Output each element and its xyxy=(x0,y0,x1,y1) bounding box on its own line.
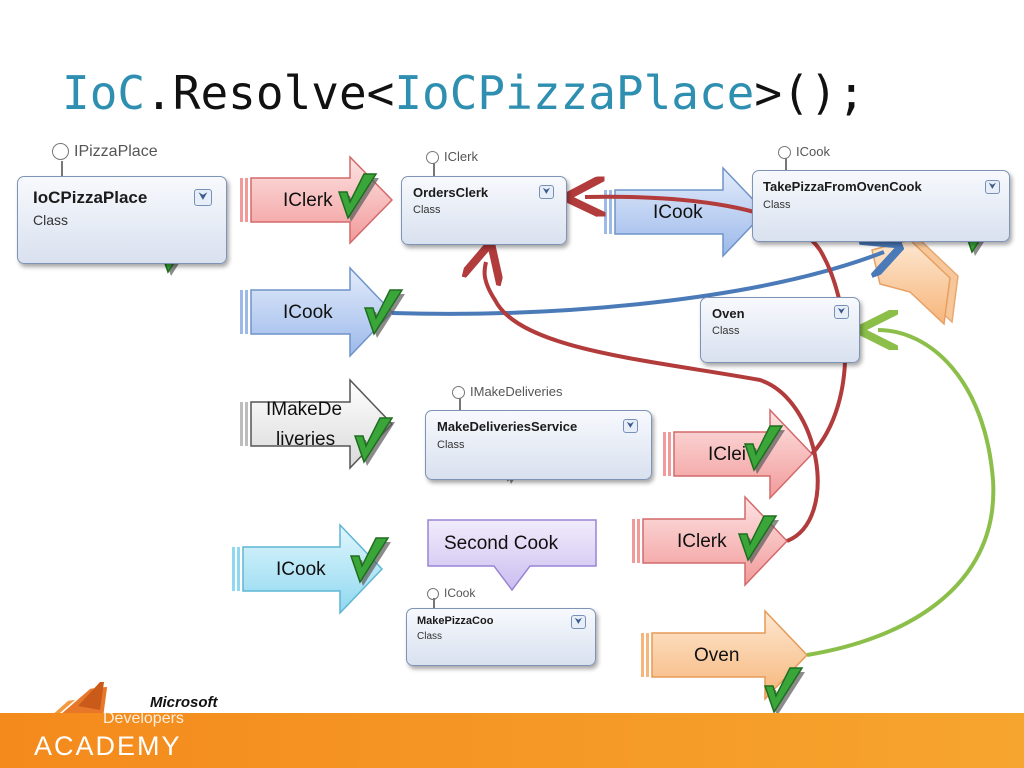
class-kind: Class xyxy=(763,199,791,211)
interface-label: ICook xyxy=(444,586,476,600)
arrow-label-icook-bottom: ICook xyxy=(276,559,326,580)
green-check-icon xyxy=(349,537,391,586)
interface-imakedeliveries: IMakeDeliveries xyxy=(452,384,563,400)
interface-label: IMakeDeliveries xyxy=(470,384,563,399)
class-box-oven[interactable]: Oven Class ⮟ xyxy=(700,297,860,363)
class-name: TakePizzaFromOvenCook xyxy=(763,179,922,194)
interface-icook-makepizza: ICook xyxy=(427,586,475,600)
title-method: .Resolve< xyxy=(145,66,395,120)
page-title: IoC.Resolve<IoCPizzaPlace>(); xyxy=(62,66,865,120)
footer-bar xyxy=(0,713,1024,768)
connector-red-iclerk-lower xyxy=(485,262,820,543)
arrow-iclerk-top xyxy=(240,155,394,245)
second-cook-callout-shape xyxy=(427,519,597,592)
green-check-icon xyxy=(737,515,779,564)
class-name: MakePizzaCoo xyxy=(417,615,494,627)
arrow-label-iclerk-top: IClerk xyxy=(283,190,333,211)
green-check-icon xyxy=(337,173,379,222)
arrow-icook-second xyxy=(240,266,394,358)
expand-chevron-icon[interactable]: ⮟ xyxy=(623,419,638,433)
interface-lollipop-icon xyxy=(452,386,465,400)
green-check-icon xyxy=(363,289,405,338)
connector-red-iclerk-middle xyxy=(585,197,848,456)
class-kind: Class xyxy=(413,204,441,216)
expand-chevron-icon[interactable]: ⮟ xyxy=(571,615,586,629)
expand-chevron-icon[interactable]: ⮟ xyxy=(194,189,212,206)
arrow-icook-bottom xyxy=(232,523,384,615)
interface-icook-takepizza: ICook xyxy=(778,144,830,160)
arrow-label-iclerk-lower: IClerk xyxy=(677,531,727,552)
title-suffix: >(); xyxy=(754,66,866,120)
green-check-icon xyxy=(743,425,785,474)
expand-chevron-icon[interactable]: ⮟ xyxy=(539,185,554,199)
expand-chevron-icon[interactable]: ⮟ xyxy=(985,180,1000,194)
green-check-icon xyxy=(763,667,805,716)
green-check-icon xyxy=(353,417,395,466)
interface-lollipop-icon xyxy=(426,151,439,165)
class-kind: Class xyxy=(437,439,465,451)
class-box-takepizzafromovencook[interactable]: TakePizzaFromOvenCook Class ⮟ xyxy=(752,170,1010,242)
title-class-name: IoC xyxy=(62,66,146,120)
title-generic-type: IoCPizzaPlace xyxy=(394,66,755,120)
arrow-label-icook-top: ICook xyxy=(653,202,703,223)
arrow-orange-down-left xyxy=(871,237,959,326)
second-cook-callout: Second Cook xyxy=(444,533,559,554)
arrow-label-oven: Oven xyxy=(694,645,740,666)
class-name: IoCPizzaPlace xyxy=(33,188,148,207)
class-box-makedeliveriesservice[interactable]: MakeDeliveriesService Class ⮟ xyxy=(425,410,652,480)
interface-lollipop-icon xyxy=(778,146,791,160)
class-name: OrdersClerk xyxy=(413,185,489,200)
class-name: Oven xyxy=(712,306,745,321)
arrow-label-icook-second: ICook xyxy=(283,302,333,323)
class-name: MakeDeliveriesService xyxy=(437,419,578,434)
microsoft-wordmark: Microsoft xyxy=(150,694,218,711)
arrow-label-iclerk-middle: IClei xyxy=(708,444,747,465)
arrow-label-imakedeliveries-line1: IMakeDe xyxy=(266,399,343,420)
interface-label: ICook xyxy=(796,144,830,159)
academy-wordmark: ACADEMY xyxy=(34,731,182,761)
developers-wordmark: Developers xyxy=(103,710,184,727)
interface-iclerk: IClerk xyxy=(426,149,478,165)
interface-label: IClerk xyxy=(444,149,478,164)
class-box-makepizzacook[interactable]: MakePizzaCoo Class ⮟ xyxy=(406,608,596,666)
arrow-icook-top xyxy=(604,166,767,258)
class-kind: Class xyxy=(712,325,740,337)
arrow-label-imakedeliveries-line2: liveries xyxy=(276,429,336,450)
class-kind: Class xyxy=(417,631,443,642)
connector-green-oven xyxy=(806,330,996,657)
interface-label: IPizzaPlace xyxy=(74,143,158,160)
class-kind: Class xyxy=(33,212,69,228)
interface-lollipop-icon xyxy=(52,143,69,161)
class-box-iocpizzaplace[interactable]: IoCPizzaPlace Class ⮟ xyxy=(17,176,227,264)
class-box-ordersclerk[interactable]: OrdersClerk Class ⮟ xyxy=(401,176,567,245)
expand-chevron-icon[interactable]: ⮟ xyxy=(834,305,849,319)
interface-ipizzaplace: IPizzaPlace xyxy=(52,143,158,161)
